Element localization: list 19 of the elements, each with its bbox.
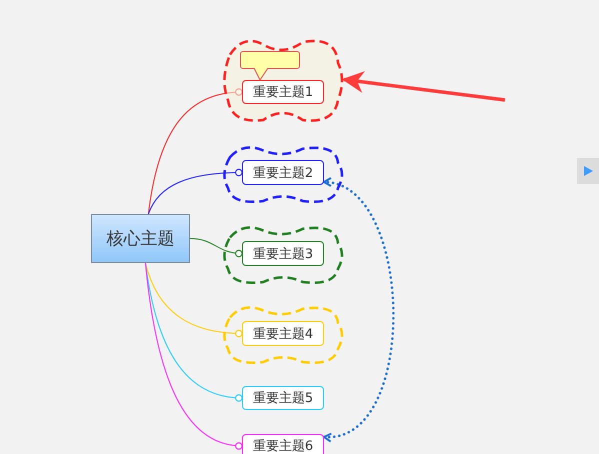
branch-line	[148, 88, 243, 214]
cloud-outline	[224, 146, 342, 202]
topic-box: 重要主题1	[242, 80, 324, 104]
branch-line	[144, 262, 243, 450]
cloud-outline	[224, 226, 342, 283]
topic-box: 重要主题3	[242, 241, 324, 266]
cloud-outline	[224, 38, 342, 121]
cloud-outline	[224, 306, 342, 363]
topic-box: 重要主题6	[242, 434, 324, 454]
topic-box: 重要主题5	[242, 386, 324, 410]
branch-line	[148, 168, 243, 214]
branch-line	[144, 262, 243, 402]
central-topic-box: 核心主题	[91, 214, 190, 263]
topic-box: 重要主题4	[242, 321, 324, 346]
topic-box: 重要主题2	[242, 160, 324, 185]
branch-line	[190, 238, 243, 258]
relation-arrow	[322, 178, 395, 441]
pointer-arrow	[342, 71, 506, 102]
branch-line	[144, 262, 243, 338]
